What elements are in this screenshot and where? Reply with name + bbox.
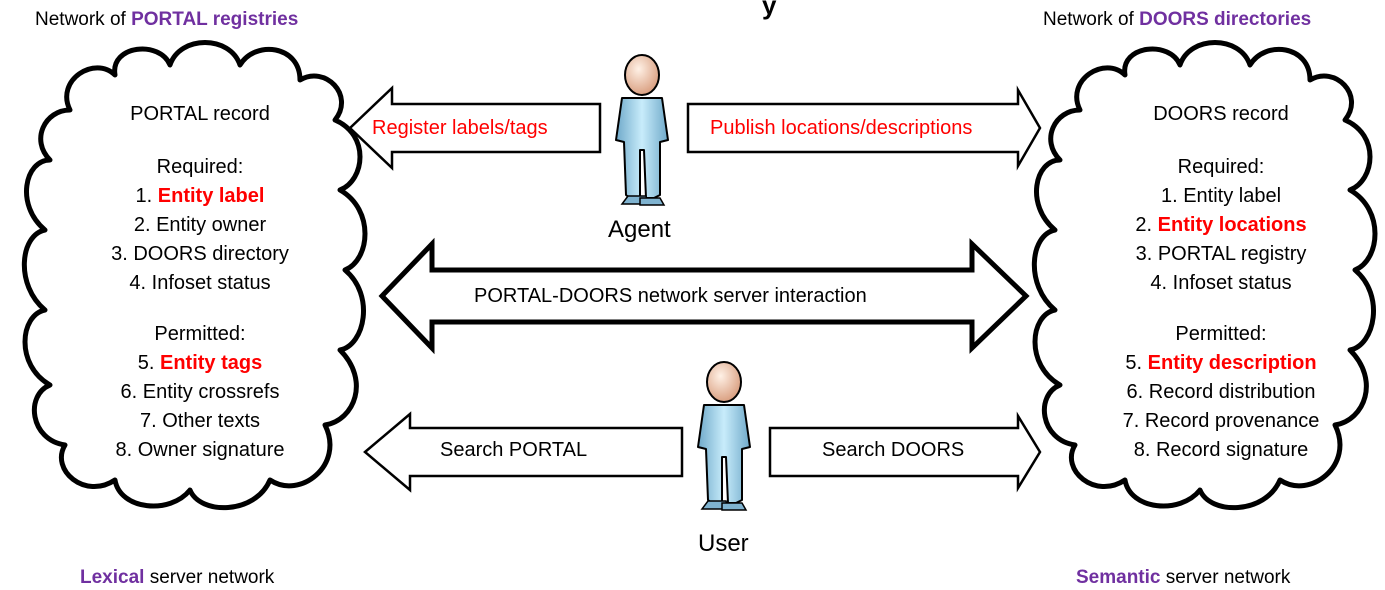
search-doors-arrow-label: Search DOORS: [822, 439, 965, 461]
doors-permitted-heading: Permitted:: [1175, 323, 1267, 345]
portal-required-item: 2. Entity owner: [133, 214, 267, 236]
doors-permitted-item: 7. Record provenance: [1122, 410, 1320, 432]
semantic-footer: Semantic server network: [1076, 567, 1290, 589]
portal-permitted-item: 7. Other texts: [139, 410, 261, 432]
interaction-arrow-label: PORTAL-DOORS network server interaction: [474, 285, 867, 307]
portal-network-prefix: Network of: [35, 9, 132, 30]
semantic-footer-bold: Semantic: [1076, 567, 1161, 588]
register-arrow: [348, 85, 602, 171]
portal-permitted-item: 8. Owner signature: [115, 439, 285, 461]
doors-network-prefix: Network of: [1043, 9, 1140, 30]
title-fragment: y: [762, 0, 777, 20]
portal-permitted-heading: Permitted:: [154, 323, 246, 345]
doors-required-heading: Required:: [1177, 156, 1265, 178]
portal-permitted-item: 5. Entity tags: [137, 352, 263, 374]
search-portal-arrow-label: Search PORTAL: [440, 439, 588, 461]
doors-required-item: 1. Entity label: [1160, 185, 1282, 207]
doors-permitted-item: 6. Record distribution: [1126, 381, 1316, 403]
portal-required-item: 1. Entity label: [135, 185, 265, 207]
portal-network-header: Network of PORTAL registries: [35, 9, 298, 31]
doors-network-header: Network of DOORS directories: [1043, 9, 1311, 31]
interaction-arrow: [378, 237, 1030, 355]
agent-label: Agent: [608, 216, 671, 243]
doors-required-item: 4. Infoset status: [1150, 272, 1292, 294]
publish-arrow: [686, 85, 1042, 171]
agent-figure: [615, 54, 669, 206]
portal-cloud: [21, 40, 368, 511]
doors-required-item: 2. Entity locations: [1135, 214, 1307, 236]
register-arrow-label: Register labels/tags: [372, 117, 548, 139]
portal-record-title: PORTAL record: [130, 103, 270, 125]
portal-permitted-item: 6. Entity crossrefs: [120, 381, 280, 403]
portal-network-name: PORTAL registries: [131, 9, 299, 30]
doors-permitted-item: 5. Entity description: [1125, 352, 1317, 374]
doors-record-title: DOORS record: [1153, 103, 1289, 125]
portal-required-heading: Required:: [156, 156, 244, 178]
user-label: User: [698, 530, 749, 557]
doors-required-item: 3. PORTAL registry: [1135, 243, 1307, 265]
lexical-footer: Lexical server network: [80, 567, 274, 589]
lexical-footer-bold: Lexical: [80, 567, 145, 588]
doors-record: DOORS record Required: 1. Entity label 2…: [1081, 100, 1361, 465]
semantic-footer-rest: server network: [1160, 567, 1291, 588]
portal-required-item: 3. DOORS directory: [111, 243, 289, 265]
publish-arrow-label: Publish locations/descriptions: [710, 117, 973, 139]
doors-cloud: [1031, 40, 1378, 511]
lexical-footer-rest: server network: [144, 567, 275, 588]
doors-network-name: DOORS directories: [1139, 9, 1312, 30]
portal-required-item: 4. Infoset status: [129, 272, 271, 294]
search-portal-arrow: [363, 411, 684, 493]
user-figure: [697, 361, 751, 511]
portal-record: PORTAL record Required: 1. Entity label …: [60, 100, 340, 465]
search-doors-arrow: [768, 411, 1042, 493]
doors-permitted-item: 8. Record signature: [1133, 439, 1309, 461]
